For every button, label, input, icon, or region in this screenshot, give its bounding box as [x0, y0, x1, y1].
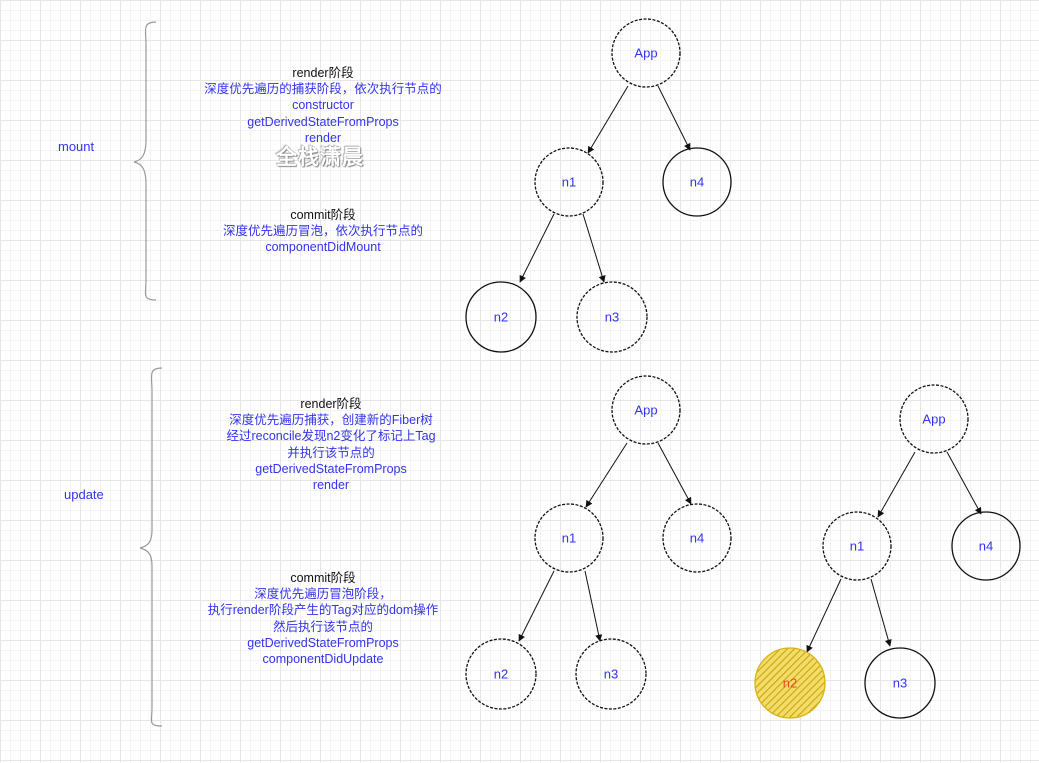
node-label: n3: [605, 310, 619, 325]
mount-brace: [133, 21, 157, 301]
render-line: render: [312, 478, 350, 493]
node-n2: n2: [465, 638, 537, 710]
update-new-tree: App n1 n4 n2 n3: [754, 384, 1021, 719]
node-label: n4: [979, 539, 993, 554]
render-heading: render阶段: [292, 66, 354, 80]
node-label: n4: [690, 175, 704, 190]
mount-tree-edges: [519, 85, 691, 283]
node-app: App: [611, 375, 681, 445]
node-label: App: [634, 403, 657, 418]
update-current-tree: App n1 n4 n2 n3: [465, 375, 732, 710]
render-line: getDerivedStateFromProps: [255, 461, 407, 476]
node-label: n1: [850, 539, 864, 554]
node-label: n4: [690, 531, 704, 546]
render-line: 并执行该节点的: [287, 445, 375, 460]
node-label: App: [922, 412, 945, 427]
node-label: n3: [604, 667, 618, 682]
node-n3: n3: [576, 281, 648, 353]
node-label: n3: [893, 676, 907, 691]
commit-line: 执行render阶段产生的Tag对应的dom操作: [207, 603, 439, 618]
mount-tree: App n1 n4 n2 n3: [465, 18, 732, 353]
update-current-tree-edges: [518, 442, 692, 642]
commit-heading: commit阶段: [290, 571, 356, 585]
node-n3: n3: [864, 647, 936, 719]
commit-line: componentDidUpdate: [262, 652, 384, 667]
update-new-tree-edges: [806, 451, 982, 653]
node-n4: n4: [662, 147, 732, 217]
node-n1: n1: [534, 147, 604, 217]
commit-line: 深度优先遍历冒泡，依次执行节点的: [222, 224, 424, 239]
node-n3: n3: [575, 638, 647, 710]
node-n2: n2: [465, 281, 537, 353]
render-line: 经过reconcile发现n2变化了标记上Tag: [226, 429, 436, 444]
mount-render-block: render阶段 深度优先遍历的捕获阶段，依次执行节点的 constructor…: [204, 65, 442, 146]
node-label: n2: [494, 310, 508, 325]
commit-heading: commit阶段: [290, 208, 356, 222]
node-n1: n1: [534, 503, 604, 573]
node-label: n2: [494, 667, 508, 682]
node-n1: n1: [822, 511, 892, 581]
render-line: render: [304, 130, 342, 145]
commit-line: 深度优先遍历冒泡阶段，: [254, 587, 392, 602]
update-brace: [139, 367, 163, 727]
render-line: 深度优先遍历的捕获阶段，依次执行节点的: [204, 82, 442, 97]
update-label: update: [64, 487, 104, 502]
node-app: App: [611, 18, 681, 88]
commit-line: componentDidMount: [265, 240, 381, 255]
node-label: n2: [783, 676, 797, 691]
commit-line: getDerivedStateFromProps: [247, 635, 399, 650]
node-label: n1: [562, 175, 576, 190]
mount-label: mount: [58, 139, 95, 154]
render-line: getDerivedStateFromProps: [247, 114, 399, 129]
node-app: App: [899, 384, 969, 454]
update-commit-block: commit阶段 深度优先遍历冒泡阶段， 执行render阶段产生的Tag对应的…: [208, 570, 439, 667]
render-heading: render阶段: [300, 397, 362, 411]
commit-line: 然后执行该节点的: [272, 619, 374, 634]
node-label: n1: [562, 531, 576, 546]
mount-commit-block: commit阶段 深度优先遍历冒泡，依次执行节点的 componentDidMo…: [223, 207, 423, 256]
node-n4: n4: [662, 503, 732, 573]
render-line: constructor: [292, 98, 354, 113]
node-n4: n4: [951, 511, 1021, 581]
render-line: 深度优先遍历捕获，创建新的Fiber树: [229, 413, 433, 428]
update-render-block: render阶段 深度优先遍历捕获，创建新的Fiber树 经过reconcile…: [226, 396, 435, 493]
node-label: App: [634, 46, 657, 61]
node-n2-highlighted: n2: [754, 647, 826, 719]
watermark: 全栈潇晨: [276, 145, 364, 169]
